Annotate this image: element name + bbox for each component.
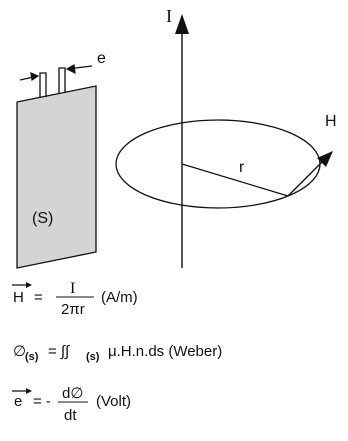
formula-field-denominator: 2πr	[61, 301, 85, 318]
field-vector	[287, 157, 327, 197]
formula-flux-subscript: (s)	[25, 351, 39, 363]
formula-emf-unit: (Volt)	[96, 393, 131, 410]
current-arrowhead	[175, 14, 189, 34]
formula-flux: ∅ (s) = ∫∫ (s) μ.H.n.ds (Weber)	[13, 343, 222, 363]
radius-label: r	[239, 159, 245, 176]
formula-emf-numerator: d∅	[62, 385, 83, 402]
current-label: I	[166, 6, 172, 26]
formula-flux-subscript2: (s)	[86, 351, 100, 363]
formula-field-unit: (A/m)	[101, 289, 138, 306]
voltage-arrows	[19, 64, 93, 82]
formula-field-numerator: I	[70, 280, 75, 297]
field-arrowhead	[317, 151, 333, 167]
field-label: H	[325, 113, 337, 130]
formula-emf: e = - d∅ dt (Volt)	[12, 385, 131, 424]
formula-emf-equals: = -	[33, 393, 51, 410]
formula-flux-middle: = ∫∫	[48, 343, 71, 360]
formula-field-equals: =	[34, 289, 43, 306]
formula-emf-denominator: dt	[64, 407, 77, 424]
formula-flux-rest: μ.H.n.ds (Weber)	[108, 343, 222, 360]
radius-line	[181, 163, 289, 197]
formula-emf-lhs: e	[14, 393, 22, 410]
surface-label: (S)	[32, 210, 53, 227]
terminal-leads	[39, 67, 66, 98]
formula-field-lhs: H	[13, 289, 24, 306]
formula-field: H = I 2πr (A/m)	[12, 280, 138, 318]
surface-plate	[16, 85, 97, 269]
formula-flux-symbol: ∅	[13, 343, 26, 360]
voltage-label: e	[97, 50, 106, 67]
